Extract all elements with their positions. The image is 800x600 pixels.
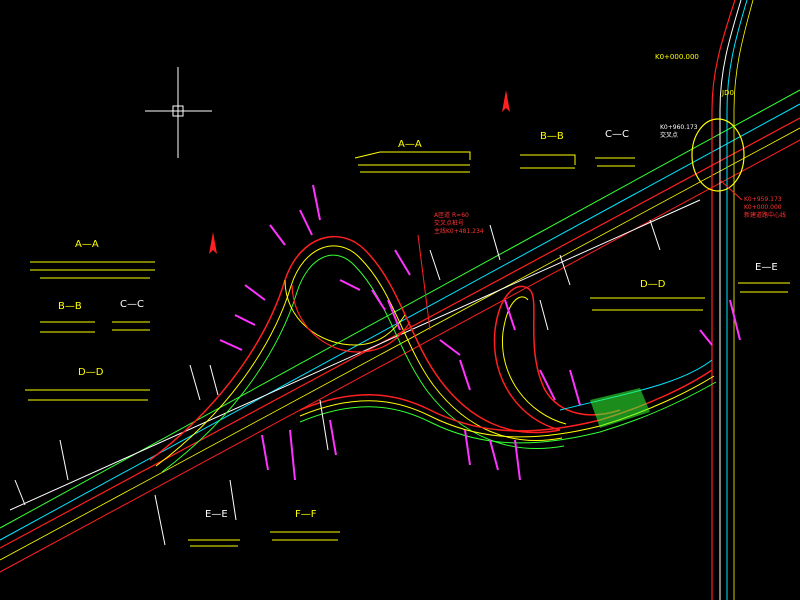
section-label-f-bottom: F—F [295,509,317,520]
station-ticks [219,184,741,481]
section-label-a-top: A—A [398,139,422,150]
section-label-e-bottom: E—E [205,509,228,520]
section-label-b-top: B—B [540,131,564,142]
note-center-3: 主线K0+481.234 [434,228,484,235]
note-right-1: K0+959.173 [744,196,782,203]
note-top-right-2: JD0 [722,89,734,97]
note-right-3: 新建道路中心线 [744,212,787,219]
north-arrow-icon [209,90,510,254]
note-circle-1: K0+960.173 [660,124,698,131]
ucs-crosshair-icon [145,67,212,158]
section-label-c-top: C—C [605,129,629,140]
left-loop-ramp [149,235,565,473]
section-glyphs [25,151,790,547]
section-label-a-left: A—A [75,239,99,250]
vertical-connector-road [711,0,754,600]
intersection-highlight [691,118,745,192]
leader-line [417,234,431,331]
note-circle-2: 交叉点 [660,132,679,139]
section-label-e-right: E—E [755,262,778,273]
mainline-highway [0,89,800,573]
section-label-d-left: D—D [78,367,104,378]
note-right-2: K0+000.000 [744,204,782,211]
note-top-right-1: K0+000.000 [655,53,699,61]
note-center-2: 交叉点桩号 [434,220,465,227]
section-label-b-left: B—B [58,301,82,312]
note-center-1: A匝道 R=60 [434,212,469,219]
right-loop-ramp [299,285,717,444]
section-label-c-left: C—C [120,299,144,310]
dimension-ticks [14,219,661,546]
junction-green-hatch [590,388,650,428]
section-label-d-right: D—D [640,279,666,290]
